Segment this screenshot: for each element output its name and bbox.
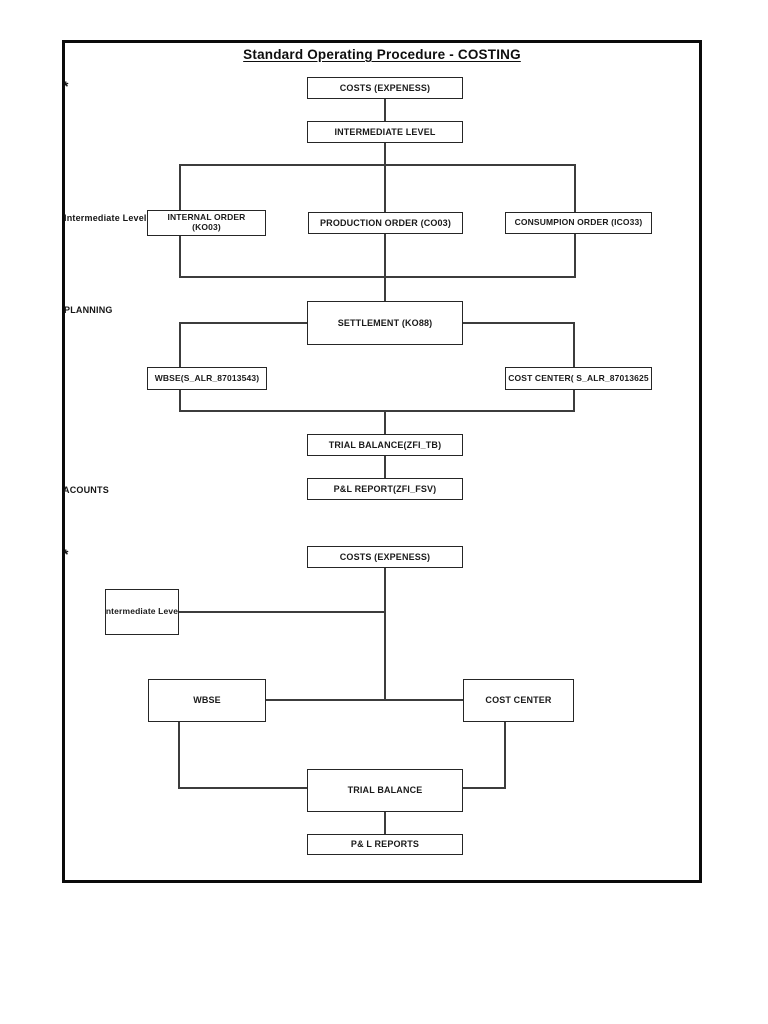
flow-box-settlement: SETTLEMENT (KO88) [307, 301, 463, 345]
flow-box-label: WBSE [193, 695, 221, 706]
connector-line [180, 322, 308, 324]
connector-line [266, 699, 464, 701]
flow-box-label: P&L REPORT(ZFI_FSV) [333, 483, 437, 494]
connector-line [384, 142, 386, 166]
connector-line [178, 721, 180, 789]
flow-box-intermediate-level-2: Intermediate Level [105, 589, 179, 635]
page-title: Standard Operating Procedure - COSTING [243, 47, 521, 62]
margin-label-acounts: ACOUNTS [63, 485, 109, 495]
flow-box-label: SETTLEMENT (KO88) [337, 317, 433, 328]
flow-box-label: COST CENTER [485, 695, 552, 706]
connector-line [384, 811, 386, 835]
flow-box-wbse-2: WBSE [148, 679, 266, 722]
flow-box-production-order: PRODUCTION ORDER (CO03) [308, 212, 463, 234]
connector-line [384, 412, 386, 435]
flow-box-label: COSTS (EXPENESS) [339, 551, 431, 562]
flow-box-label: PRODUCTION ORDER (CO03) [320, 217, 451, 228]
connector-line [178, 787, 308, 789]
flow-box-cost-center-report: COST CENTER( S_ALR_87013625 [505, 367, 652, 390]
flow-box-label: INTERMEDIATE LEVEL [334, 126, 436, 137]
flow-box-label: WBSE(S_ALR_87013543) [154, 372, 260, 383]
page-border [62, 40, 702, 883]
margin-label-planning: PLANNING [64, 305, 113, 315]
connector-line [384, 277, 386, 302]
connector-line [384, 567, 386, 700]
flow-box-pl-reports-2: P& L REPORTS [307, 834, 463, 855]
flow-box-trial-balance-2: TRIAL BALANCE [307, 769, 463, 812]
flow-box-cost-center-2: COST CENTER [463, 679, 574, 722]
flow-box-intermediate-level-1: INTERMEDIATE LEVEL [307, 121, 463, 143]
margin-asterisk-top: * [63, 78, 69, 94]
connector-line [384, 455, 386, 479]
connector-line [179, 611, 385, 613]
flow-box-label: (KO03) [192, 222, 221, 232]
flow-box-label: TRIAL BALANCE [347, 785, 423, 796]
flow-box-label: CONSUMPION ORDER (ICO33) [514, 217, 643, 228]
connector-line [384, 98, 386, 122]
flow-box-internal-order: INTERNAL ORDER (KO03) [147, 210, 266, 236]
margin-asterisk-mid: * [63, 546, 69, 562]
flow-box-wbse-report: WBSE(S_ALR_87013543) [147, 367, 267, 390]
flow-box-label: COST CENTER( S_ALR_87013625 [508, 372, 649, 383]
flow-box-costs-expeness-1: COSTS (EXPENESS) [307, 77, 463, 99]
flow-box-trial-balance-1: TRIAL BALANCE(ZFI_TB) [307, 434, 463, 456]
flow-box-consumpion-order: CONSUMPION ORDER (ICO33) [505, 212, 652, 234]
connector-line [462, 322, 575, 324]
flow-box-costs-expeness-2: COSTS (EXPENESS) [307, 546, 463, 568]
connector-line [462, 787, 506, 789]
flow-box-label: P& L REPORTS [350, 839, 420, 850]
flow-box-label: TRIAL BALANCE(ZFI_TB) [328, 439, 442, 450]
flow-box-label: Intermediate Level [105, 606, 179, 617]
connector-line [179, 410, 575, 412]
flow-box-pl-report-1: P&L REPORT(ZFI_FSV) [307, 478, 463, 500]
flow-box-label: INTERNAL ORDER [167, 212, 246, 223]
flow-box-label: COSTS (EXPENESS) [339, 82, 431, 93]
margin-label-intermediate-level: Intermediate Level [64, 213, 147, 223]
connector-line [504, 721, 506, 789]
